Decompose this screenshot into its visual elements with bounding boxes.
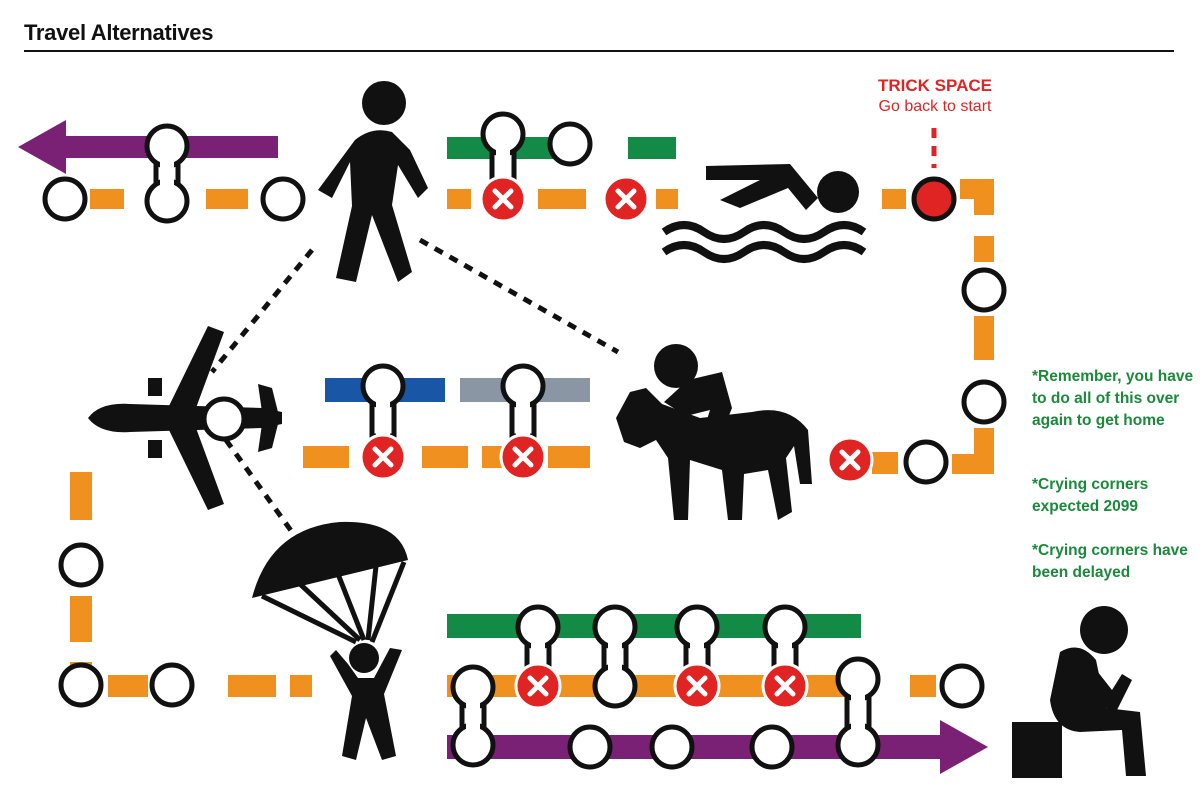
orange-line-right-vertical xyxy=(882,179,994,474)
x-closed-icon xyxy=(763,664,807,708)
page-title: Travel Alternatives xyxy=(24,20,214,45)
orange-line-middle xyxy=(303,446,590,468)
parachutist-icon xyxy=(252,521,408,760)
station xyxy=(149,662,195,708)
station xyxy=(547,121,593,167)
person-riding-horse-icon xyxy=(616,344,812,520)
transfer-station-middle-1 xyxy=(360,363,406,439)
transfer-station-middle-2 xyxy=(500,363,546,439)
station xyxy=(58,542,104,588)
purple-line-bottom xyxy=(447,720,988,774)
airport-station xyxy=(201,396,247,442)
dotted-connectors xyxy=(210,237,620,534)
x-closed-icon xyxy=(675,664,719,708)
x-closed-icon xyxy=(361,435,405,479)
x-closed-icon xyxy=(604,177,648,221)
x-closed-icon xyxy=(481,177,525,221)
station xyxy=(567,724,613,770)
trick-space-station xyxy=(911,176,957,222)
station xyxy=(961,379,1007,425)
note-expected: *Crying corners expected 2099 xyxy=(1032,476,1149,515)
station xyxy=(749,724,795,770)
title-rule xyxy=(24,50,1174,52)
x-closed-icon xyxy=(501,435,545,479)
transfer-station-top-left xyxy=(144,123,190,224)
transfer-stations-bottom xyxy=(450,604,881,768)
orange-line-top-left xyxy=(90,189,248,209)
x-closed-icon xyxy=(516,664,560,708)
trick-space-title: TRICK SPACE xyxy=(878,76,992,95)
note-delayed: *Crying corners have been delayed xyxy=(1032,542,1188,581)
orange-line-bottom-left xyxy=(108,675,312,697)
note-remember: *Remember, you have to do all of this ov… xyxy=(1032,368,1194,429)
station xyxy=(649,724,695,770)
station xyxy=(42,176,88,222)
airplane-icon xyxy=(88,326,282,510)
x-closed-icon xyxy=(828,438,872,482)
station xyxy=(961,267,1007,313)
station xyxy=(58,662,104,708)
station xyxy=(903,439,949,485)
station xyxy=(939,663,985,709)
station xyxy=(260,176,306,222)
person-swimming-icon xyxy=(661,164,867,263)
orange-line-middle-right xyxy=(872,452,898,474)
person-walking-icon xyxy=(318,81,428,282)
trick-space-subtitle: Go back to start xyxy=(878,98,992,115)
orange-line-top-mid xyxy=(447,189,678,209)
person-sitting-sad-icon xyxy=(1012,606,1146,778)
